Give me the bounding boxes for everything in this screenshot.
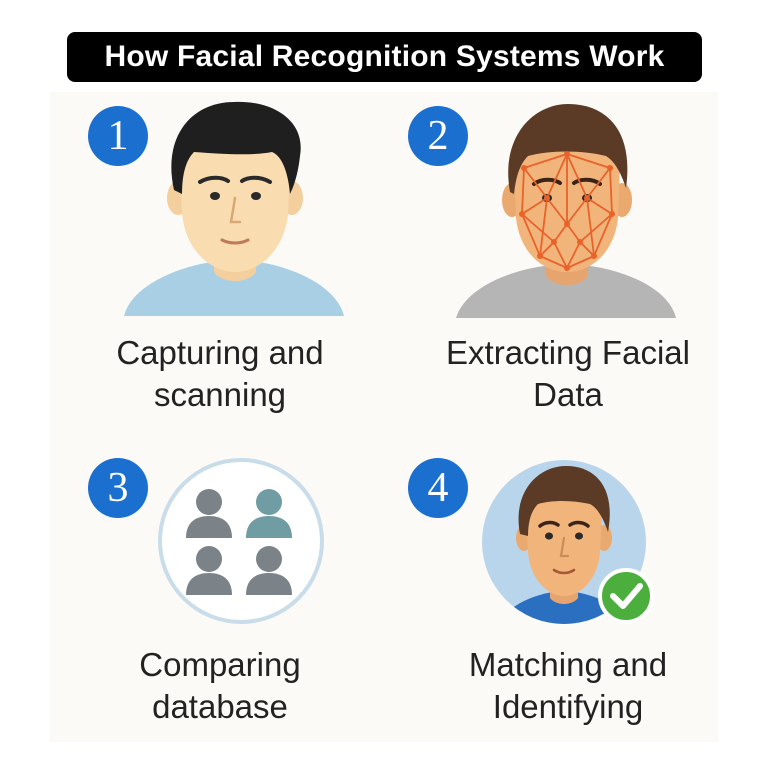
step-2-caption: Extracting Facial Data xyxy=(398,332,738,416)
step-4: 4 Matching and Identifying xyxy=(398,422,738,752)
step-4-caption: Matching and Identifying xyxy=(398,644,738,728)
step-3-caption: Comparing database xyxy=(50,644,390,728)
database-profile-icon xyxy=(246,546,292,595)
step-3-caption-line1: Comparing xyxy=(139,646,301,683)
check-badge-icon xyxy=(598,568,654,624)
verified-face-icon xyxy=(482,460,654,624)
step-4-badge: 4 xyxy=(408,458,468,518)
database-faces-icon xyxy=(158,458,324,624)
face-mesh-icon xyxy=(456,104,676,318)
step-1-caption-line2: scanning xyxy=(153,376,287,413)
step-3: 3 Comparing database xyxy=(50,422,390,752)
step-3-badge: 3 xyxy=(88,458,148,518)
page-title: How Facial Recognition Systems Work xyxy=(67,32,702,82)
step-2-caption-line1: Extracting Facial xyxy=(446,334,690,371)
step-1: 1 Capturing and scanning xyxy=(50,92,390,422)
step-1-caption-line1: Capturing and xyxy=(116,334,324,371)
step-2-caption-line2: Data xyxy=(533,376,603,413)
step-3-caption-line2: database xyxy=(152,688,288,725)
step-2-badge: 2 xyxy=(408,106,468,166)
step-1-caption: Capturing and scanning xyxy=(50,332,390,416)
step-4-caption-line1: Matching and xyxy=(468,646,668,683)
step-1-badge: 1 xyxy=(88,106,148,166)
database-profile-icon xyxy=(186,489,232,538)
database-profile-icon-highlighted xyxy=(246,489,292,538)
step-4-caption-line2: Identifying xyxy=(492,688,644,725)
step-2: 2 xyxy=(398,92,738,422)
database-profile-icon xyxy=(186,546,232,595)
person-portrait-icon xyxy=(124,101,344,316)
